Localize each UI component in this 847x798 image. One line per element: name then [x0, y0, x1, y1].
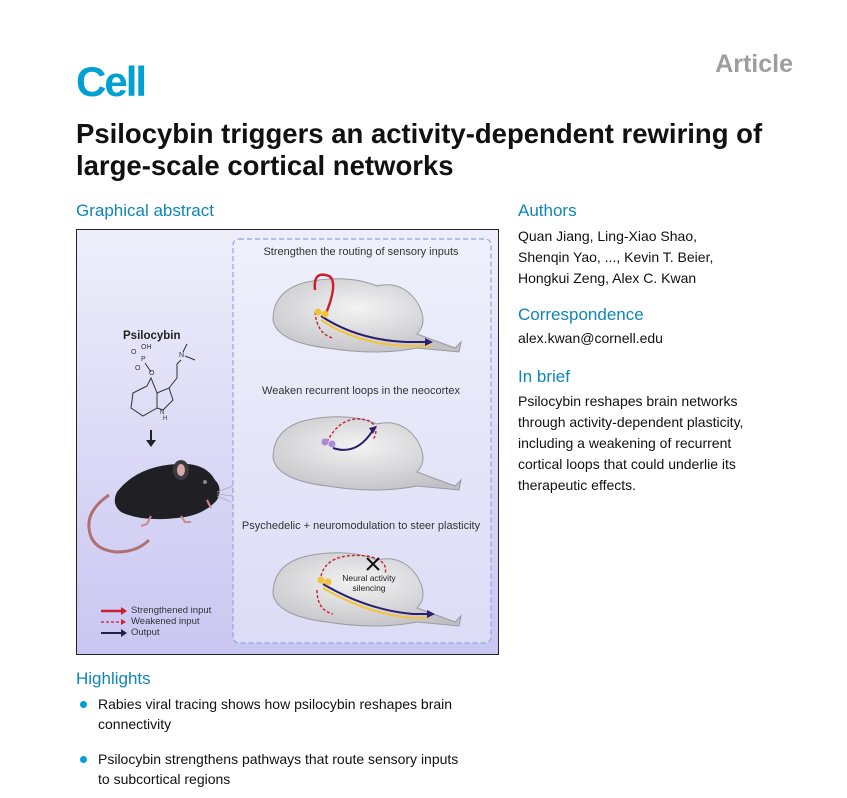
- highlight-line: Psilocybin strengthens pathways that rou…: [98, 751, 459, 767]
- highlight-line: connectivity: [98, 716, 172, 732]
- panel-3-caption: Psychedelic + neuromodulation to steer p…: [241, 520, 481, 532]
- authors-line: Hongkui Zeng, Alex C. Kwan: [518, 270, 697, 286]
- legend-symbols: [101, 607, 127, 637]
- svg-text:N: N: [179, 352, 184, 359]
- in-brief-line: cortical loops that could underlie its: [518, 456, 736, 472]
- svg-text:OH: OH: [141, 344, 152, 351]
- bullet-icon: [80, 756, 87, 763]
- silencing-label-line-1: Neural activity: [342, 573, 396, 583]
- in-brief-line: Psilocybin reshapes brain networks: [518, 393, 738, 409]
- brain-panel-3: [272, 552, 462, 627]
- highlight-line: to subcortical regions: [98, 771, 231, 787]
- svg-text:O: O: [135, 365, 141, 372]
- article-title: Psilocybin triggers an activity-dependen…: [76, 118, 763, 181]
- legend-weakened: Weakened input: [131, 616, 200, 627]
- in-brief-line: including a weakening of recurrent: [518, 435, 732, 451]
- legend-output: Output: [131, 627, 160, 638]
- svg-text:H: H: [163, 416, 167, 422]
- silencing-label: Neural activity silencing: [339, 573, 399, 593]
- article-type-label: Article: [715, 50, 793, 78]
- in-brief-line: therapeutic effects.: [518, 477, 637, 493]
- panel-2-caption: Weaken recurrent loops in the neocortex: [262, 385, 460, 397]
- in-brief-line: through activity-dependent plasticity,: [518, 414, 744, 430]
- svg-text:N: N: [160, 410, 164, 416]
- svg-text:O: O: [131, 349, 137, 356]
- in-brief-heading: In brief: [518, 367, 570, 386]
- highlight-line: Rabies viral tracing shows how psilocybi…: [98, 696, 453, 712]
- highlights-heading: Highlights: [76, 669, 151, 688]
- highlight-item: Psilocybin strengthens pathways that rou…: [80, 749, 510, 789]
- correspondence-email[interactable]: alex.kwan@cornell.edu: [518, 330, 663, 346]
- correspondence-heading: Correspondence: [518, 305, 644, 324]
- brain-panel-2: [272, 416, 462, 491]
- authors-line: Shenqin Yao, ..., Kevin T. Beier,: [518, 249, 714, 265]
- authors-heading: Authors: [518, 201, 577, 220]
- legend-strengthened: Strengthened input: [131, 605, 212, 616]
- journal-logo: Cell: [76, 58, 147, 105]
- brain-panel-1: [272, 273, 462, 353]
- in-brief-text: Psilocybin reshapes brain networks throu…: [518, 391, 818, 496]
- mouse-illustration: [87, 460, 234, 554]
- highlight-item: Rabies viral tracing shows how psilocybi…: [80, 694, 510, 734]
- psilocybin-molecule-drawing: O OH P O O N H N: [130, 343, 196, 422]
- graphical-abstract-figure: O OH P O O N H N: [76, 229, 499, 655]
- authors-list: Quan Jiang, Ling-Xiao Shao, Shenqin Yao,…: [518, 226, 818, 289]
- authors-line: Quan Jiang, Ling-Xiao Shao,: [518, 228, 698, 244]
- svg-text:P: P: [141, 356, 146, 363]
- silencing-label-line-2: silencing: [352, 583, 386, 593]
- panel-1-caption: Strengthen the routing of sensory inputs: [263, 246, 459, 258]
- svg-text:O: O: [149, 370, 155, 377]
- drug-label: Psilocybin: [123, 330, 181, 342]
- graphical-abstract-heading: Graphical abstract: [76, 201, 214, 220]
- bullet-icon: [80, 701, 87, 708]
- graphical-abstract-svg: O OH P O O N H N: [77, 230, 498, 654]
